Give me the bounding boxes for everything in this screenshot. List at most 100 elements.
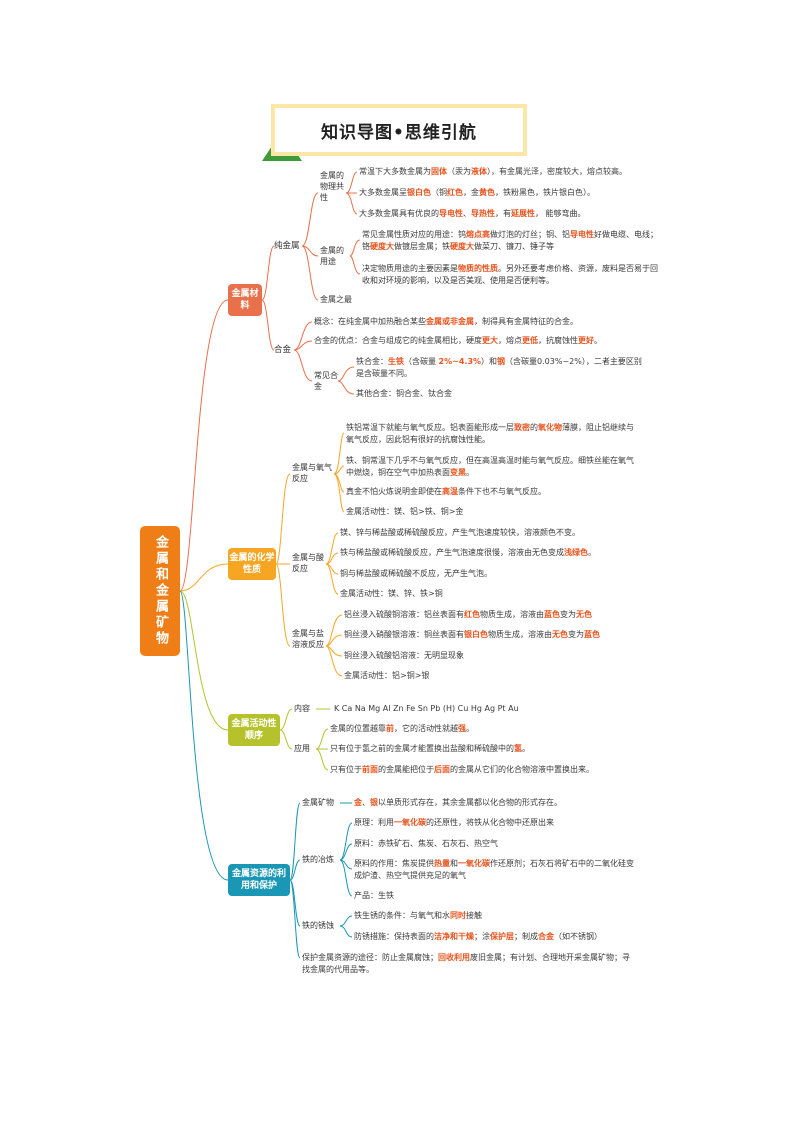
text-segment: 金属的位置越靠 xyxy=(330,724,386,733)
other-alloy: 其他合金：铜合金、钛合金 xyxy=(356,389,452,398)
text-segment: 金属活动性：铝>铜>银 xyxy=(344,671,430,680)
highlight-term: 蓝色 xyxy=(584,630,600,639)
oxy-item-3: 真金不怕火炼说明金即使在高温条件下也不与氧气反应。 xyxy=(346,486,546,498)
text-segment: 。 xyxy=(594,336,602,345)
highlight-term: 硬度大 xyxy=(450,242,474,251)
text-segment: 接触 xyxy=(466,911,482,920)
highlight-term: 氧化物 xyxy=(538,423,562,432)
title-box: 知识导图•思维引航 xyxy=(271,104,527,156)
text-segment: ），有金属光泽，密度较大，熔点较高。 xyxy=(487,167,627,176)
text-segment: 做镀层金属；铁 xyxy=(394,242,450,251)
text-segment: 条件下也不与氧气反应。 xyxy=(458,487,546,496)
text-segment: 铝丝浸入硫酸铜溶液：铝丝表面有 xyxy=(344,610,464,619)
text-segment: 、 xyxy=(463,209,471,218)
text-segment: 只有位于 xyxy=(330,765,362,774)
highlight-term: 前 xyxy=(386,724,394,733)
highlight-term: 更低 xyxy=(522,336,538,345)
use-item-1: 常见金属性质对应的用途：钨熔点高做灯泡的灯丝；铜、铝导电性好做电缆、电线；铬硬度… xyxy=(362,229,658,253)
highlight-term: 黄色 xyxy=(479,188,495,197)
text-segment: ，熔点 xyxy=(498,336,522,345)
text-segment: 铁合金： xyxy=(356,357,388,366)
highlight-term: 液体 xyxy=(471,167,487,176)
text-segment: 物质生成，溶液由 xyxy=(480,610,544,619)
text-segment: 铁、铜常温下几乎不与氧气反应，但在高温高温时能与氧气反应。细铁丝能在氧气中燃烧，… xyxy=(346,456,634,477)
highlight-term: 红色 xyxy=(447,188,463,197)
highlight-term: 生铁 xyxy=(388,357,404,366)
highlight-term: 高温 xyxy=(442,487,458,496)
ore-text: 金、银以单质形式存在，其余金属都以化合物的形式存在。 xyxy=(354,797,562,809)
node-application: 应用 xyxy=(294,744,310,753)
oxy-item-1: 铁铝常温下就能与氧气反应。铝表面能形成一层致密的氧化物薄膜，阻止铝继续与氧气反应… xyxy=(346,422,636,446)
node-salt-reaction: 金属与盐溶液反应 xyxy=(292,629,324,649)
text-segment: 铁铝常温下就能与氧气反应。铝表面能形成一层 xyxy=(346,423,514,432)
text-segment: 金属活动性：镁、锌、铁>铜 xyxy=(340,589,443,598)
iron-alloy: 铁合金：生铁（含碳量 2%~4.3%）和钢（含碳量0.03%~2%），二者主要区… xyxy=(356,356,646,380)
text-segment: ，金 xyxy=(463,188,479,197)
text-segment: ；涂 xyxy=(474,932,490,941)
text-segment: 概念：在纯金属中加热融合某些 xyxy=(314,317,426,326)
oxy-item-2: 铁、铜常温下几乎不与氧气反应，但在高温高温时能与氧气反应。细铁丝能在氧气中燃烧，… xyxy=(346,455,636,479)
rust-item-1: 铁生锈的条件：与氧气和水同时接触 xyxy=(354,910,482,922)
smelt-item-4: 产品：生铁 xyxy=(354,890,394,902)
text-segment: 决定物质用途的主要因素是 xyxy=(362,264,458,273)
text-segment: 。 xyxy=(466,724,474,733)
text-segment: ， 能够弯曲。 xyxy=(535,209,586,218)
node-ores: 金属矿物 xyxy=(302,798,334,807)
smelt-item-2: 原料：赤铁矿石、焦炭、石灰石、热空气 xyxy=(354,838,498,850)
highlight-term: 导热性 xyxy=(471,209,495,218)
text-segment: 镁、锌与稀盐酸或稀硫酸反应，产生气泡速度较快，溶液颜色不变。 xyxy=(340,528,580,537)
text-segment: 薄膜，阻止铝继续与氧气反应，因此铝有很好的抗腐蚀性能。 xyxy=(346,423,634,444)
text-segment: 。 xyxy=(588,548,596,557)
text-segment: 只有位于氢之前的金属才能置换出盐酸和稀硫酸中的 xyxy=(330,744,514,753)
text-segment: 好做电缆、电线；铬 xyxy=(362,230,658,251)
text-segment: 作还原剂；石灰石将矿石中的二氧化硅变成炉渣、热空气提供充足的氧气 xyxy=(354,859,634,880)
text-segment: 真金不怕火炼说明金即使在 xyxy=(346,487,442,496)
highlight-term: 钢 xyxy=(497,357,506,366)
text-segment: 的金属从它们的化合物溶液中置换出来。 xyxy=(450,765,594,774)
text-segment: ，抗腐蚀性 xyxy=(538,336,578,345)
node-physical-properties: 金属的物理共性 xyxy=(320,171,344,202)
highlight-term: 固体 xyxy=(431,167,447,176)
highlight-term: 热量 xyxy=(434,859,450,868)
highlight-term: 变黑 xyxy=(450,468,466,477)
highlight-term: 无色 xyxy=(576,610,592,619)
page-title: 知识导图•思维引航 xyxy=(321,122,477,143)
apply-item-3: 只有位于前面的金属能把位于后面的金属从它们的化合物溶液中置换出来。 xyxy=(330,764,594,776)
text-segment: （含碳量0.03%~2%），二者主要区别是含碳量不同。 xyxy=(356,357,642,378)
phys-item-1: 常温下大多数金属为固体（汞为液体），有金属光泽，密度较大，熔点较高。 xyxy=(359,166,627,178)
highlight-term: 无色 xyxy=(552,630,568,639)
text-segment: 的还原性，将铁从化合物中还原出来 xyxy=(426,818,554,827)
branch-metal-materials: 金属材料 xyxy=(228,284,262,316)
apply-item-2: 只有位于氢之前的金属才能置换出盐酸和稀硫酸中的氢。 xyxy=(330,743,530,755)
activity-series: K Ca Na Mg Al Zn Fe Sn Pb (H) Cu Hg Ag P… xyxy=(334,704,519,713)
use-item-2: 决定物质用途的主要因素是物质的性质。另外还要考虑价格、资源，废料是否易于回收和对… xyxy=(362,263,658,287)
text-segment: 铜丝浸入硫酸铝溶液：无明显现象 xyxy=(344,651,464,660)
node-acid-reaction: 金属与酸反应 xyxy=(292,553,324,573)
text-segment: 保护金属资源的途径：防止金属腐蚀； xyxy=(302,953,438,962)
acid-item-3: 铜与稀盐酸或稀硫酸不反应，无产生气泡。 xyxy=(340,568,492,580)
highlight-term: 导电性 xyxy=(439,209,463,218)
highlight-term: 更好 xyxy=(578,336,594,345)
text-segment: 废旧金属；有计划、合理地开采金属矿物；寻找金属的代用品等。 xyxy=(302,953,630,974)
text-segment: 常温下大多数金属为 xyxy=(359,167,431,176)
branch-chemical-properties: 金属的化学性质 xyxy=(228,548,276,580)
highlight-term: 熔点高 xyxy=(466,230,490,239)
text-segment: 做菜刀、镰刀、锤子等 xyxy=(474,242,554,251)
node-iron-smelting: 铁的冶炼 xyxy=(302,855,334,864)
text-segment: 和 xyxy=(450,859,458,868)
salt-item-3: 铜丝浸入硫酸铝溶液：无明显现象 xyxy=(344,650,464,662)
highlight-term: 银白色 xyxy=(464,630,488,639)
highlight-term: 回收利用 xyxy=(438,953,470,962)
highlight-term: 导电性 xyxy=(570,230,594,239)
highlight-term: 更大 xyxy=(482,336,498,345)
node-metal-records: 金属之最 xyxy=(320,295,352,304)
text-segment: 原理：利用 xyxy=(354,818,394,827)
salt-item-4: 金属活动性：铝>铜>银 xyxy=(344,670,429,682)
highlight-term: 前面 xyxy=(362,765,378,774)
text-segment: 变为 xyxy=(568,630,584,639)
highlight-term: 银 xyxy=(370,798,378,807)
node-content: 内容 xyxy=(294,704,310,713)
text-segment: 防锈措施：保持表面的 xyxy=(354,932,434,941)
text-segment: 物质生成，溶液由 xyxy=(488,630,552,639)
